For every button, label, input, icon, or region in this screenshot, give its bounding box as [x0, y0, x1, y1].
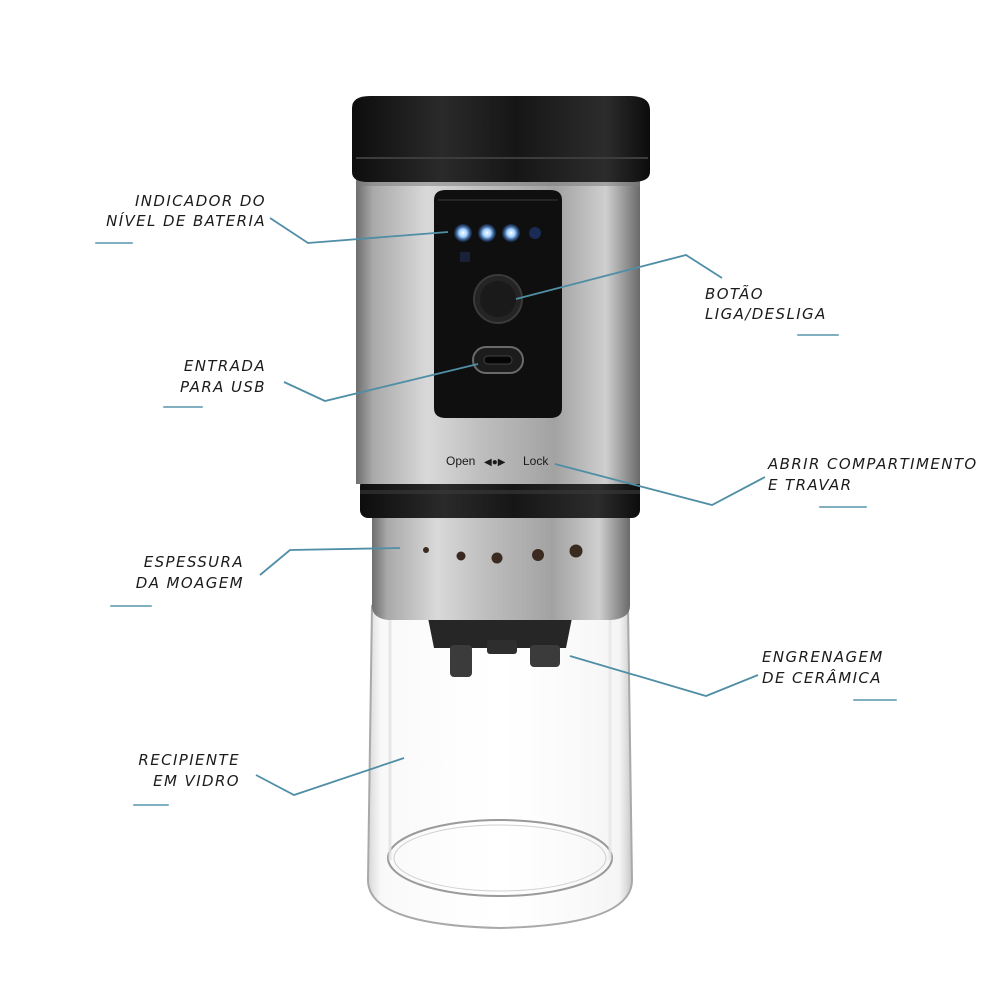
grind-thickness-dots	[423, 544, 583, 564]
grind-dot-4	[532, 549, 544, 561]
callout-usb-line2: PARA USB	[179, 378, 266, 397]
black-ring	[360, 478, 640, 518]
accent-mark-glass	[133, 804, 169, 806]
lock-lock-text: Lock	[523, 454, 549, 468]
leader-lines	[255, 217, 766, 796]
grind-dot-3	[491, 552, 503, 564]
callout-grind-line1: ESPESSURA	[143, 553, 244, 571]
accent-mark-battery	[95, 242, 133, 244]
callout-glass: RECIPIENTE EM VIDRO	[110, 751, 240, 791]
leader-ceramic	[569, 655, 759, 697]
accent-mark-power	[797, 334, 839, 336]
callout-power-line1: BOTÃO	[705, 285, 764, 303]
accent-mark-ceramic	[853, 699, 897, 701]
callout-power-line2: LIGA/DESLIGA	[705, 305, 827, 324]
grind-dot-2	[456, 551, 466, 561]
lock-open-text: Open	[446, 454, 475, 468]
callout-usb: ENTRADA PARA USB	[150, 357, 266, 397]
usb-port	[472, 346, 524, 374]
callout-ceramic-line2: DE CERÂMICA	[762, 669, 882, 688]
top-cap	[352, 96, 650, 182]
lock-arrows-text: ◀●▶	[484, 457, 506, 468]
battery-leds	[454, 224, 541, 262]
callout-battery-line2: NÍVEL DE BATERIA	[106, 212, 266, 231]
callout-usb-line1: ENTRADA	[183, 357, 266, 375]
callout-power: BOTÃO LIGA/DESLIGA	[705, 285, 865, 324]
grind-dot-5	[569, 544, 583, 558]
power-button[interactable]	[473, 274, 523, 324]
callout-grind: ESPESSURA DA MOAGEM	[110, 553, 244, 593]
accent-mark-grind	[110, 605, 152, 607]
callout-battery: INDICADOR DO NÍVEL DE BATERIA	[100, 192, 266, 231]
callout-ceramic: ENGRENAGEM DE CERÂMICA	[762, 648, 922, 688]
callout-ceramic-line1: ENGRENAGEM	[762, 648, 884, 666]
leader-battery	[269, 217, 449, 244]
leader-glass	[255, 757, 405, 796]
callout-glass-line1: RECIPIENTE	[138, 751, 240, 769]
lower-steel-body	[372, 514, 630, 620]
accent-mark-open-lock	[819, 506, 867, 508]
open-lock-indicator: Open ◀●▶ Lock	[446, 454, 549, 468]
callout-open-lock-line2: E TRAVAR	[768, 476, 853, 495]
leader-power	[515, 254, 723, 300]
grind-dot-1	[423, 547, 429, 553]
battery-led-1	[454, 224, 472, 242]
ceramic-burr	[428, 618, 572, 677]
callout-glass-line2: EM VIDRO	[153, 772, 240, 791]
callout-open-lock-line1: ABRIR COMPARTIMENTO	[768, 455, 978, 473]
battery-led-3	[502, 224, 520, 242]
leader-open-lock	[554, 463, 766, 506]
callout-battery-line1: INDICADOR DO	[134, 192, 266, 210]
leader-usb	[283, 363, 479, 402]
glass-container	[366, 605, 634, 930]
callout-open-lock: ABRIR COMPARTIMENTO E TRAVAR	[768, 455, 988, 495]
leader-grind	[259, 547, 401, 576]
callout-grind-line2: DA MOAGEM	[135, 574, 244, 593]
accent-mark-usb	[163, 406, 203, 408]
battery-led-2	[478, 224, 496, 242]
battery-led-4	[529, 227, 541, 239]
